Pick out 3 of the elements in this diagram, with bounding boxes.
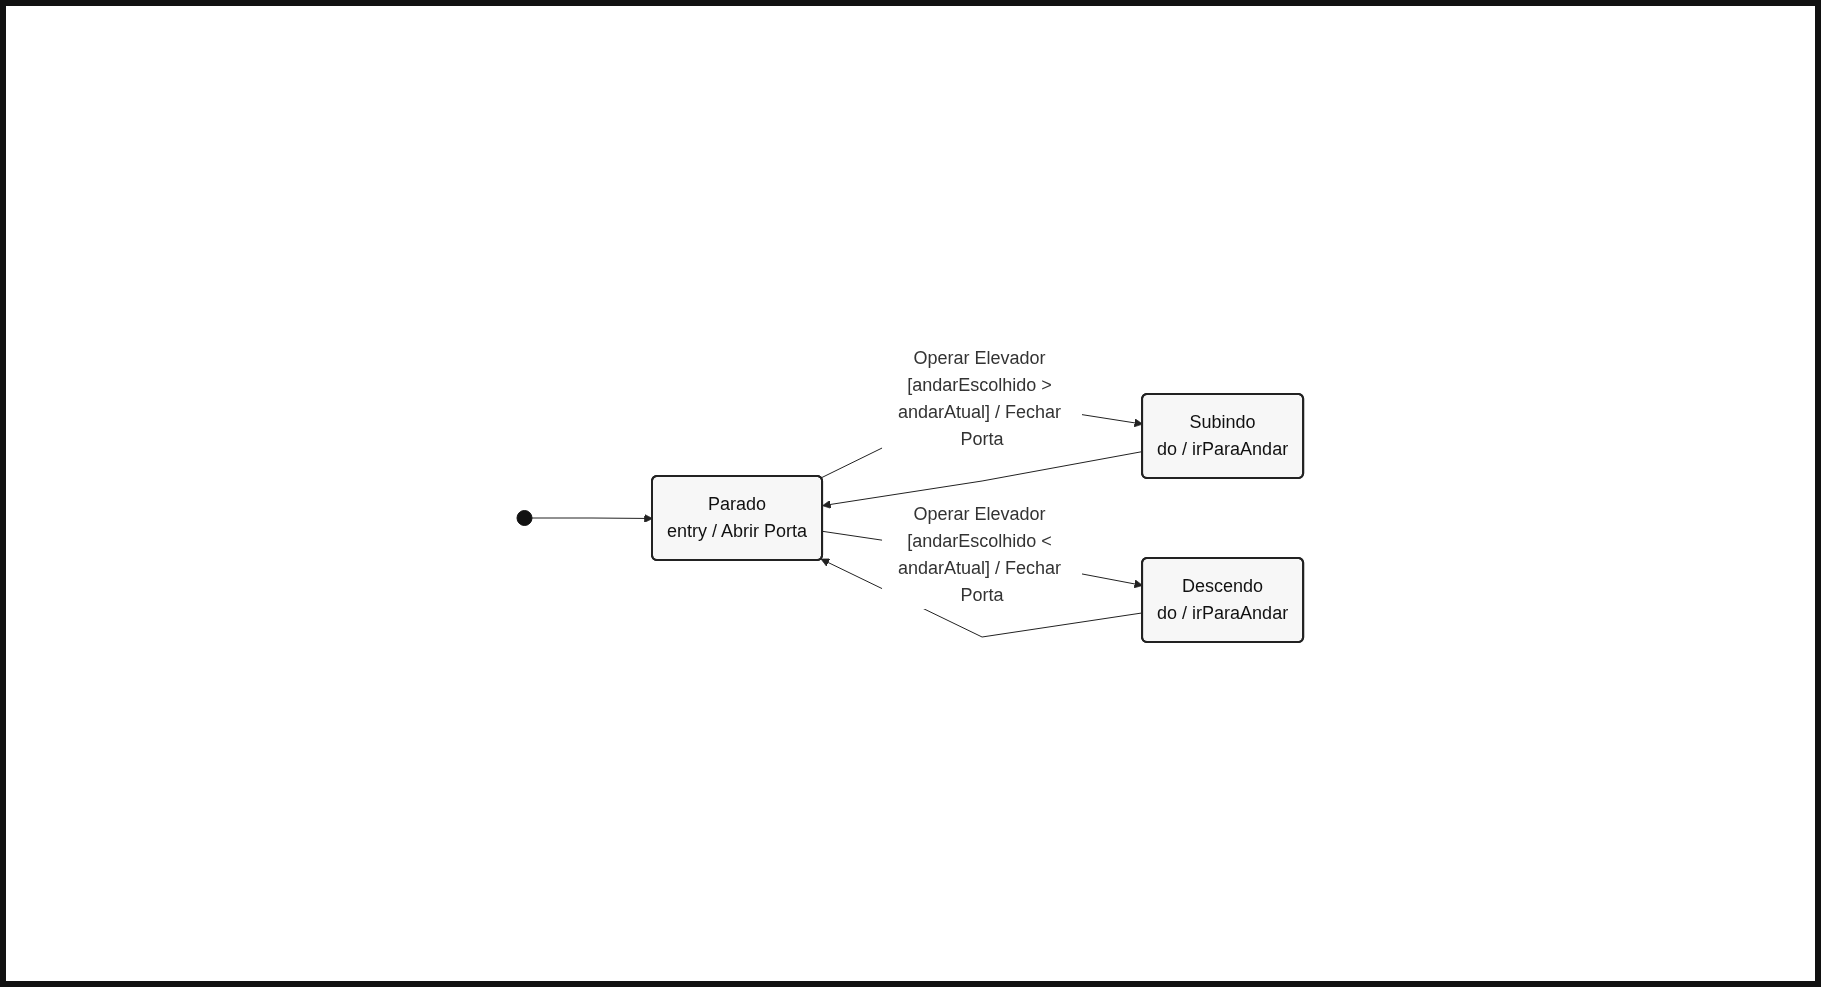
edge-label: Operar Elevador [andarEscolhido < andarAtual] / Fechar Porta bbox=[898, 504, 1062, 605]
node-circle bbox=[516, 510, 533, 526]
edge-label: Operar Elevador [andarEscolhido > andarAtual] / Fechar Porta bbox=[898, 348, 1062, 449]
